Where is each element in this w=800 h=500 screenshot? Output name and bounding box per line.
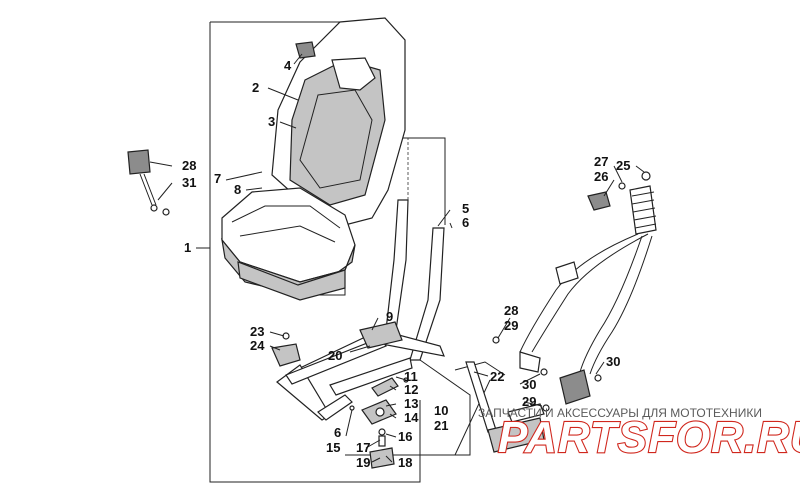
seat-assembly [221, 17, 406, 301]
callout-26: 26 [594, 169, 608, 184]
callout-30-left: 30 [522, 377, 536, 392]
belt-buckle-receiver [559, 369, 591, 405]
callout-25: 25 [616, 158, 630, 173]
leader-lines [149, 53, 645, 463]
watermark-logo: PARTSFOR.RU [498, 413, 800, 462]
callout-8: 8 [234, 182, 241, 197]
callout-24: 24 [250, 338, 265, 353]
callout-17: 17 [356, 440, 370, 455]
headrest-slot [331, 57, 376, 91]
mounting-bracket [271, 332, 301, 367]
hardware-stack [349, 377, 409, 469]
callout-14: 14 [404, 410, 419, 425]
callout-13: 13 [404, 396, 418, 411]
callout-18: 18 [398, 455, 412, 470]
callout-29-upper: 29 [504, 318, 518, 333]
callout-6-lower: 6 [334, 425, 341, 440]
watermark-caption: ЗАПЧАСТИ И АКСЕССУАРЫ ДЛЯ МОТОТЕХНИКИ [478, 406, 762, 420]
callout-11: 11 [404, 369, 418, 384]
callout-27: 27 [594, 154, 608, 169]
callout-1: 1 [184, 240, 191, 255]
callout-29-lower: 29 [522, 394, 536, 409]
seat-base [237, 261, 346, 301]
callout-9: 9 [386, 309, 393, 324]
callout-15: 15 [326, 440, 340, 455]
callout-2: 2 [252, 80, 259, 95]
seat-emblem-part [295, 41, 316, 59]
callout-28-right: 28 [504, 303, 518, 318]
callout-5: 5 [462, 201, 469, 216]
belt-anchor-bracket [465, 361, 545, 453]
callout-19: 19 [356, 455, 370, 470]
lap-belt-buckle [127, 149, 170, 216]
callout-30-right: 30 [606, 354, 620, 369]
callout-10: 10 [434, 403, 448, 418]
seat-belt-assembly [492, 171, 657, 412]
callout-labels: 1 2 3 4 5 6 6 7 8 9 10 11 12 13 14 15 16… [182, 58, 630, 470]
callout-21: 21 [434, 418, 448, 433]
callout-3: 3 [268, 114, 275, 129]
watermark: ЗАПЧАСТИ И АКСЕССУАРЫ ДЛЯ МОТОТЕХНИКИ PA… [478, 406, 800, 463]
callout-22: 22 [490, 369, 504, 384]
callout-16: 16 [398, 429, 412, 444]
callout-12: 12 [404, 382, 418, 397]
callout-20: 20 [328, 348, 342, 363]
callout-23: 23 [250, 324, 264, 339]
callout-4: 4 [284, 58, 292, 73]
seat-frame [276, 138, 445, 421]
callout-7: 7 [214, 171, 221, 186]
callout-6-upper: 6 [462, 215, 469, 230]
callout-31: 31 [182, 175, 196, 190]
callout-28-left: 28 [182, 158, 196, 173]
